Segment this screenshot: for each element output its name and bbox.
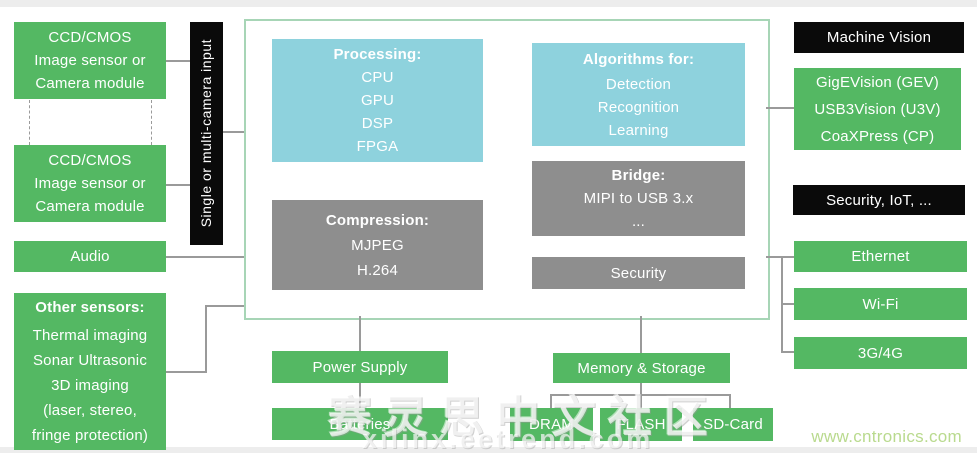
batteries-box: Batteries (272, 408, 448, 440)
vision-standard-item: GigEVision (GEV) (816, 73, 939, 91)
vision-standard-item: CoaXPress (CP) (820, 127, 935, 145)
memory-storage-label: Memory & Storage (577, 359, 706, 377)
batteries-label: Batteries (329, 415, 391, 433)
bridge-item: MIPI to USB 3.x (583, 190, 694, 207)
other-sensors-line: (laser, stereo, (43, 402, 137, 419)
connector-bar-soc (223, 131, 244, 133)
site-url-watermark: www.cntronics.com (811, 427, 962, 446)
algorithms-title: Algorithms for: (582, 50, 695, 68)
sdcard-box: SD-Card (693, 408, 773, 441)
connector-soc-ethernet (766, 256, 794, 258)
camera-module-line: Image sensor or (34, 175, 146, 192)
algorithms-item: Recognition (597, 98, 680, 116)
connector-soc-memory (640, 316, 642, 353)
compression-title: Compression: (325, 211, 430, 229)
connector-ccd2-bar (166, 184, 190, 186)
cellular-label: 3G/4G (857, 344, 904, 362)
connector-soc-power (359, 316, 361, 351)
bridge-title: Bridge: (611, 167, 666, 184)
connector-memory-branch (640, 383, 642, 395)
camera-module-line: CCD/CMOS (48, 29, 132, 46)
security-block: Security (532, 257, 745, 289)
power-supply-label: Power Supply (312, 358, 408, 376)
connector-branch-flash (640, 394, 642, 408)
processing-item: CPU (361, 69, 394, 86)
camera-module-line: Image sensor or (34, 52, 146, 69)
other-sensors-title: Other sensors: (35, 299, 145, 316)
processing-item: DSP (361, 115, 394, 132)
camera-module-line: Camera module (35, 198, 145, 215)
sdcard-label: SD-Card (703, 416, 763, 433)
dram-box: DRAM (510, 408, 593, 441)
connector-audio-soc (166, 256, 246, 258)
connector-ccd1-bar (166, 60, 190, 62)
camera-module-line: CCD/CMOS (48, 152, 132, 169)
algorithms-block: Algorithms for: Detection Recognition Le… (532, 43, 745, 146)
processing-block: Processing: CPU GPU DSP FPGA (272, 39, 483, 162)
wifi-label: Wi-Fi (862, 295, 899, 313)
other-sensors-line: Sonar Ultrasonic (32, 352, 148, 369)
flash-label: FLASH (616, 416, 666, 433)
connector-other-h2 (205, 305, 246, 307)
connector-branch-sdcard (729, 394, 731, 408)
processing-item: GPU (360, 92, 395, 109)
compression-item: MJPEG (351, 236, 404, 254)
other-sensors-line: Thermal imaging (32, 327, 148, 344)
security-label: Security (610, 264, 667, 282)
processing-item: FPGA (356, 138, 399, 155)
flash-box: FLASH (600, 408, 682, 441)
connector-power-batteries (359, 383, 361, 408)
connector-branch-cellular (781, 351, 794, 353)
audio-box: Audio (14, 241, 166, 272)
compression-block: Compression: MJPEG H.264 (272, 200, 483, 290)
algorithms-item: Detection (605, 75, 672, 93)
memory-storage-box: Memory & Storage (553, 353, 730, 383)
dashed-connector-left (29, 100, 30, 145)
dram-label: DRAM (529, 416, 574, 433)
audio-label: Audio (70, 248, 110, 265)
vision-standards-box: GigEVision (GEV) USB3Vision (U3V) CoaXPr… (794, 68, 961, 150)
connector-branch-dram (550, 394, 552, 408)
bridge-item: ... (631, 213, 646, 230)
security-iot-label: Security, IoT, ... (826, 191, 932, 209)
other-sensors-box: Other sensors: Thermal imaging Sonar Ult… (14, 293, 166, 450)
camera-input-bar: Single or multi-camera input (190, 22, 223, 245)
ethernet-label: Ethernet (851, 248, 910, 265)
compression-item: H.264 (356, 261, 399, 279)
bottom-edge-strip (0, 447, 977, 453)
camera-module-box-2: CCD/CMOS Image sensor or Camera module (14, 145, 166, 222)
camera-module-box-1: CCD/CMOS Image sensor or Camera module (14, 22, 166, 99)
cellular-box: 3G/4G (794, 337, 967, 369)
power-supply-box: Power Supply (272, 351, 448, 383)
wifi-box: Wi-Fi (794, 288, 967, 320)
vision-standard-item: USB3Vision (U3V) (814, 100, 941, 118)
processing-title: Processing: (333, 46, 422, 63)
connector-branch-wifi (781, 303, 794, 305)
other-sensors-line: fringe protection) (31, 427, 149, 444)
top-edge-strip (0, 0, 977, 7)
ethernet-box: Ethernet (794, 241, 967, 272)
connector-other-h1 (166, 371, 207, 373)
machine-vision-header: Machine Vision (794, 22, 964, 53)
other-sensors-line: 3D imaging (51, 377, 129, 394)
camera-module-line: Camera module (35, 75, 145, 92)
connector-other-v (205, 305, 207, 373)
dashed-connector-right (151, 100, 152, 145)
connector-soc-standards (766, 107, 794, 109)
camera-input-bar-label: Single or multi-camera input (198, 39, 214, 228)
bridge-block: Bridge: MIPI to USB 3.x ... (532, 161, 745, 236)
security-iot-header: Security, IoT, ... (793, 185, 965, 215)
machine-vision-label: Machine Vision (826, 29, 932, 46)
algorithms-item: Learning (608, 121, 669, 139)
